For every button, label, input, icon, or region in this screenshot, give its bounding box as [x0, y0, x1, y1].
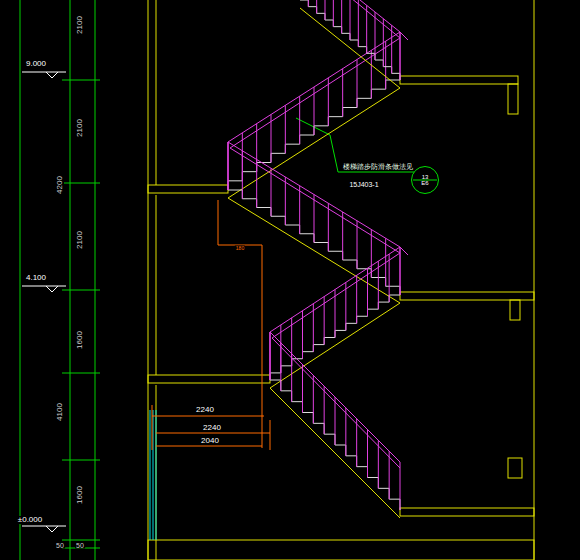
- stair-stroke: [345, 408, 346, 456]
- stair-stroke: [270, 332, 271, 380]
- annotation-text: 50: [55, 542, 65, 549]
- stair-stroke: [371, 50, 372, 98]
- stair-stroke: [375, 12, 376, 60]
- stair-stroke: [228, 32, 400, 142]
- stair-stroke: [302, 0, 400, 38]
- stair-stroke: [378, 261, 379, 309]
- annotation-text: 180: [235, 246, 245, 251]
- stair-stroke: [378, 440, 379, 488]
- index-text: E6: [421, 180, 428, 186]
- stair-stroke: [270, 380, 400, 510]
- stair-stroke: [367, 268, 368, 316]
- dimension-text: 4100: [56, 402, 64, 422]
- stair-stroke: [228, 80, 400, 190]
- stair-stroke: [314, 87, 315, 135]
- stair-stroke: [328, 203, 329, 251]
- stair-stroke: [228, 142, 229, 190]
- dimension-text: 2100: [76, 230, 84, 250]
- stair-stroke: [270, 332, 271, 380]
- stair-stroke: [366, 5, 367, 53]
- annotation-text: ±0.000: [17, 516, 43, 524]
- annotation-text: 2240: [202, 424, 222, 432]
- stair-stroke: [270, 332, 271, 380]
- stair-stroke: [324, 386, 325, 434]
- stair-stroke: [302, 365, 303, 413]
- stair-stroke: [308, 0, 309, 7]
- index-text: 13: [422, 174, 429, 180]
- stair-stroke: [314, 195, 315, 243]
- stair-stroke: [389, 451, 390, 499]
- dimension-text: 4200: [56, 175, 64, 195]
- stair-stroke: [400, 32, 401, 80]
- stair-stroke: [272, 338, 400, 468]
- stair-stroke: [341, 0, 342, 33]
- stair-stroke: [285, 177, 286, 225]
- stair-stroke: [285, 105, 286, 153]
- stair-stroke: [345, 282, 346, 330]
- stair-stroke: [313, 304, 314, 352]
- dimension-text: 1600: [76, 330, 84, 350]
- stair-stroke: [350, 0, 351, 40]
- stair-stroke: [299, 186, 300, 234]
- stair-stroke: [300, 0, 400, 80]
- annotation-text: 15J403-1: [348, 181, 379, 188]
- stair-stroke: [302, 311, 303, 359]
- stair-stroke: [228, 142, 229, 190]
- stair-stroke: [325, 0, 326, 20]
- annotation-text: 2040: [200, 437, 220, 445]
- stair-stroke: [391, 25, 392, 73]
- stair-stroke: [400, 247, 401, 295]
- stair-stroke: [357, 60, 358, 108]
- stair-stroke: [271, 115, 272, 163]
- dimension-text: 2100: [76, 15, 84, 35]
- stair-stroke: [342, 69, 343, 117]
- stair-stroke: [335, 290, 336, 338]
- stair-stroke: [256, 160, 257, 208]
- stair-stroke: [367, 430, 368, 478]
- index-circle: 13E6: [411, 166, 439, 194]
- annotation-text: 50: [75, 542, 85, 549]
- stair-stroke: [383, 19, 384, 67]
- stair-stroke: [400, 247, 408, 255]
- stair-stroke: [316, 0, 317, 13]
- stair-stroke: [400, 32, 408, 40]
- stair-stroke: [358, 0, 359, 47]
- stair-stroke: [328, 78, 329, 126]
- stair-stroke: [400, 247, 401, 295]
- stair-stroke: [228, 142, 229, 190]
- stair-stroke: [299, 96, 300, 144]
- stair-stroke: [324, 297, 325, 345]
- stair-stroke: [242, 151, 243, 199]
- annotation-text: 2240: [195, 406, 215, 414]
- stair-stroke: [400, 32, 401, 80]
- stair-stroke: [389, 254, 390, 302]
- annotation-text: 4.100: [25, 274, 47, 282]
- stair-stroke: [357, 221, 358, 269]
- stair-stroke: [356, 275, 357, 323]
- stair-stroke: [270, 332, 400, 462]
- stair-stroke: [228, 190, 400, 295]
- stair-stroke: [291, 354, 292, 402]
- annotation-text: 9.000: [25, 60, 47, 68]
- stair-stroke: [400, 462, 401, 510]
- dimension-text: 1600: [76, 485, 84, 505]
- stair-stroke: [280, 343, 281, 391]
- stair-stroke: [228, 88, 400, 198]
- stair-stroke: [271, 168, 272, 216]
- stair-stroke: [385, 41, 386, 89]
- stair-stroke: [333, 0, 334, 27]
- stair-stroke: [228, 142, 400, 247]
- stair-stroke: [342, 212, 343, 260]
- stair-stroke: [270, 388, 400, 518]
- dimension-text: 2100: [76, 118, 84, 138]
- stair-stroke: [313, 375, 314, 423]
- annotation-text: 楼梯踏步防滑条做法见: [342, 163, 414, 170]
- stair-stroke: [356, 419, 357, 467]
- stair-stroke: [371, 230, 372, 278]
- stair-stroke: [335, 397, 336, 445]
